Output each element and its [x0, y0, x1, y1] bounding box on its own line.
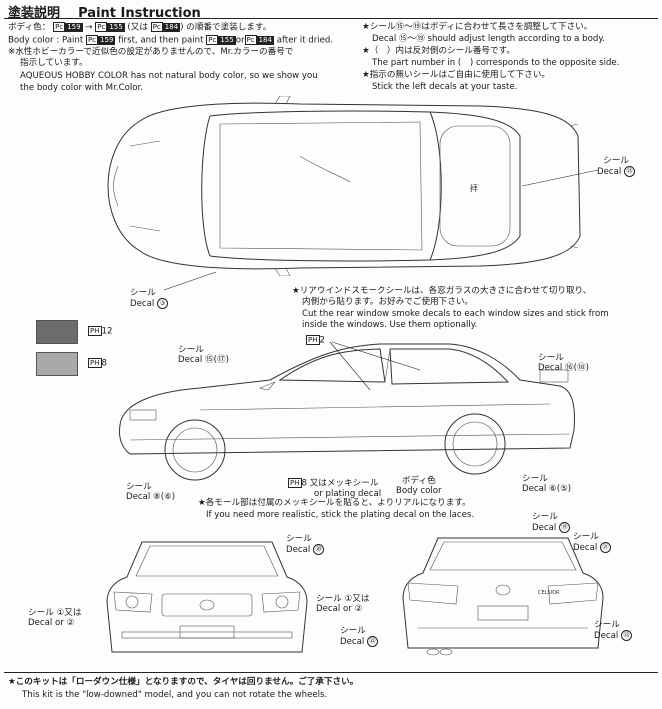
- decal-callout-side-lower-right: シール Decal ⑥(⑤): [522, 474, 572, 494]
- decal-callout-rear-right-bottom: シール Decal ㉓: [594, 620, 633, 641]
- header: 塗装説明 Paint Instruction: [8, 2, 201, 21]
- pc-icon: Pc: [150, 22, 163, 32]
- car-top-view: 拝: [107, 96, 581, 276]
- smoke-note-4: inside the windows. Use them optionally.: [302, 320, 478, 330]
- pc-icon: Pc: [85, 35, 99, 45]
- pc-icon: Pc: [53, 22, 66, 32]
- footer-en: This kit is the "low-downed" model, and …: [22, 690, 328, 700]
- decal-callout-top-left: シール Decal ③: [130, 288, 169, 309]
- footer-jp: ★このキットは「ローダウン仕様」となりますので、タイヤは回りません。ご了承下さい…: [8, 677, 359, 687]
- title-en: Paint Instruction: [78, 6, 201, 21]
- smoke-note-2: 内側から貼ります。お好みでご使用下さい。: [302, 297, 474, 307]
- decal-callout-side-upper-right: シール Decal ⑯(⑱): [538, 353, 589, 373]
- leader-line: [329, 341, 421, 391]
- pc-icon: Pc: [95, 22, 108, 32]
- car-side-view: [119, 343, 575, 481]
- right-note-5: ★指示の無いシールはご自由に使用して下さい。: [362, 70, 550, 80]
- leader-line: [521, 169, 599, 187]
- note-en-2: the body color with Mr.Color.: [20, 83, 143, 93]
- decal-callout-front-top: シール Decal ⑳: [286, 534, 325, 555]
- rear-badge-text: CELSIOR: [538, 590, 560, 596]
- body-color-callout: ボディ色 Body color: [396, 476, 442, 496]
- title-jp: 塗装説明: [8, 6, 61, 21]
- right-note-1: ★シール⑮～⑲はボディに合わせて長さを調整して下さい。: [362, 22, 593, 32]
- decal-callout-side-upper-left: シール Decal ⑮(⑰): [178, 345, 229, 365]
- color-swatch-ph8: [36, 352, 78, 376]
- pc-icon: Pc: [244, 35, 257, 45]
- car-front-view: [106, 541, 308, 653]
- note-jp-1: ※水性ホビーカラーで近似色の設定がありませんので、Mr.カラーの番号で: [8, 47, 294, 57]
- decal-callout-front-left: シール ①又は Decal or ②: [28, 608, 82, 628]
- right-note-2: Decal ⑮～⑲ should adjust length according…: [372, 34, 605, 44]
- decal-callout-rear-top: シール Decal ⑲: [532, 512, 571, 533]
- note-jp-2: 指示しています。: [20, 58, 88, 68]
- decal-callout-mid-left: シール ①又は Decal or ②: [316, 594, 370, 614]
- svg-text:拝: 拝: [470, 183, 478, 193]
- decal-callout-rear-mid: シール Decal ㉒: [340, 626, 379, 647]
- leader-line: [163, 271, 217, 291]
- smoke-note-3: Cut the rear window smoke decals to each…: [302, 309, 609, 319]
- right-note-6: Stick the left decals at your taste.: [372, 82, 518, 92]
- right-note-4: The part number in ( ) corresponds to th…: [372, 58, 620, 68]
- pc-icon: Pc: [206, 35, 219, 45]
- car-rear-view: CELSIOR: [402, 537, 604, 656]
- color-swatch-ph12: [36, 320, 78, 344]
- decal-callout-side-lower-left: シール Decal ⑧(⑥): [126, 482, 176, 502]
- note-en-1: AQUEOUS HOBBY COLOR has not natural body…: [20, 71, 318, 81]
- smoke-note-1: ★リアウインドスモークシールは、各窓ガラスの大きさに合わせて切り取り、: [292, 286, 592, 296]
- decal-callout-top-right: シール Decal ㉓: [597, 156, 636, 177]
- decal-callout-rear-right-top: シール Decal ㉑: [573, 532, 612, 553]
- header-rule: [4, 18, 658, 19]
- footer-rule: [4, 672, 658, 673]
- laces-note-en: If you need more realistic, stick the pl…: [206, 510, 475, 520]
- right-note-3: ★（ ）内は反対側のシール番号です。: [362, 46, 515, 56]
- laces-note-jp: ★各モール部は付属のメッキシールを貼ると、よりリアルになります。: [198, 498, 471, 508]
